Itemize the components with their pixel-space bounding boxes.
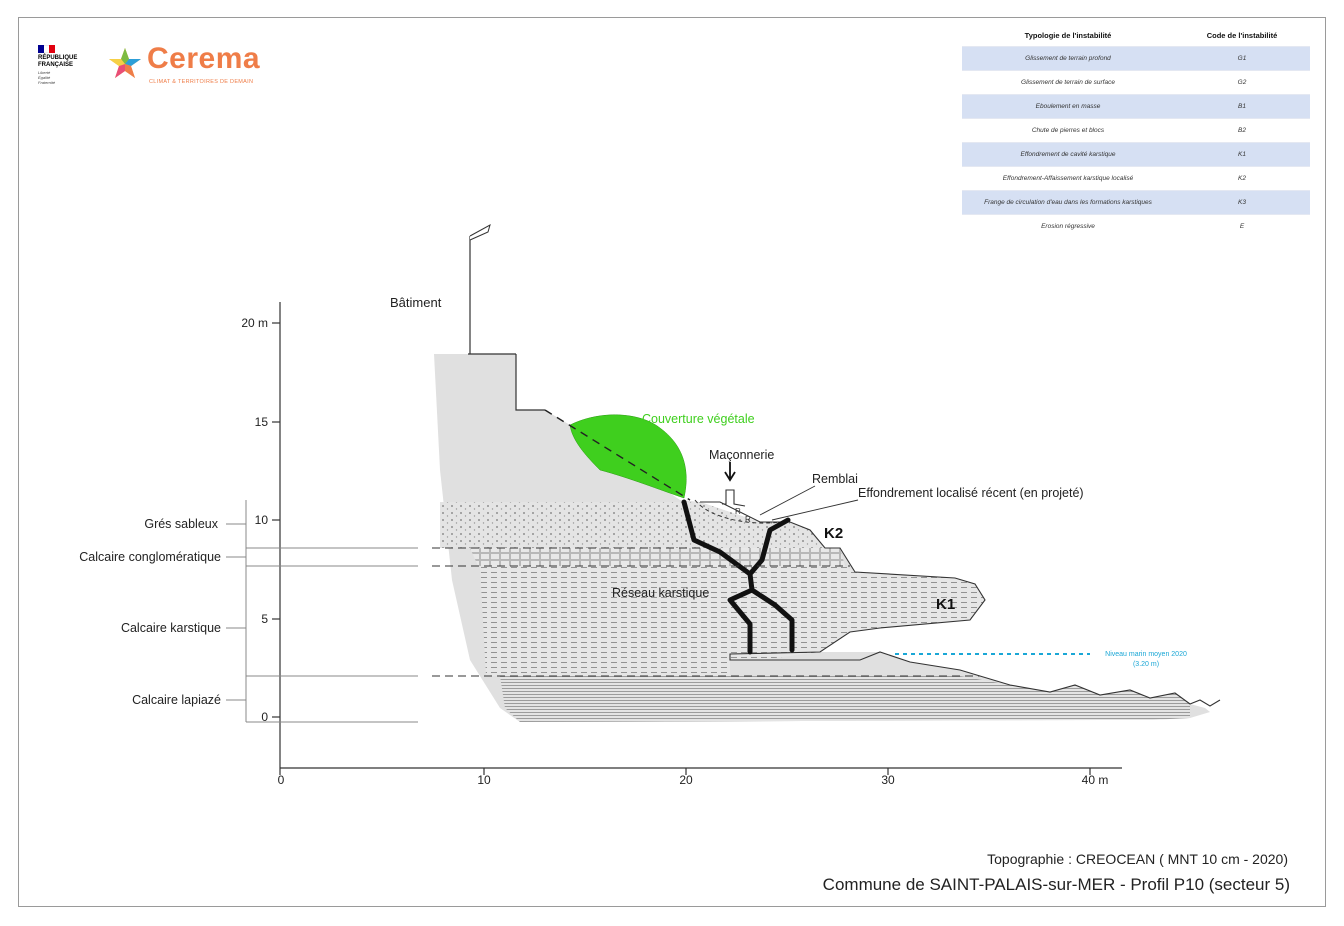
profile-title: Commune de SAINT-PALAIS-sur-MER - Profil… <box>822 875 1290 894</box>
republique-motto: Liberté Égalité Fraternité <box>38 70 56 85</box>
topography-credit: Topographie : CREOCEAN ( MNT 10 cm - 202… <box>987 851 1288 867</box>
k2-label: K2 <box>824 525 843 542</box>
calcaire-karstique-layer <box>480 566 985 676</box>
legend-row: Frange de circulation d'eau dans les for… <box>962 190 1310 215</box>
stratigraphic-column <box>226 500 418 723</box>
building-outline <box>468 236 545 411</box>
sea-level-value: (3.20 m) <box>1133 661 1159 668</box>
fill-r-mark: R <box>745 515 751 524</box>
karst-network <box>681 499 795 655</box>
terrain-dashed-line <box>544 409 691 501</box>
legend-header-type: Typologie de l'instabilité <box>1024 30 1112 40</box>
collapse-leader-line <box>771 499 859 521</box>
layer-label-calcaire-karstique: Calcaire karstique <box>121 621 221 635</box>
masonry-arrow-icon <box>724 462 736 482</box>
cerema-star-icon <box>109 48 141 78</box>
french-flag-icon <box>38 45 56 53</box>
legend-type: Eboulement en masse <box>962 94 1174 119</box>
masonry-structure <box>722 489 746 507</box>
y-ticks <box>272 322 280 718</box>
republique-francaise-logo: RÉPUBLIQUE FRANÇAISE Liberté Égalité Fra… <box>38 45 98 85</box>
legend-code: G2 <box>1174 70 1310 95</box>
cerema-tagline: CLIMAT & TERRITOIRES DE DEMAIN <box>149 79 254 85</box>
calcaire-conglomeratique-layer <box>470 548 845 566</box>
cerema-logo: Cerema CLIMAT & TERRITOIRES DE DEMAIN <box>105 42 260 87</box>
page-frame <box>18 17 1326 907</box>
k1-label: K1 <box>936 596 955 613</box>
layer-boundary-dashes <box>432 547 980 677</box>
legend-header-row: Typologie de l'instabilité Code de l'ins… <box>962 24 1310 47</box>
legend-type: Chute de pierres et blocs <box>962 118 1174 143</box>
legend-code: E <box>1174 214 1310 238</box>
legend-code: B2 <box>1174 118 1310 143</box>
legend-code: K1 <box>1174 142 1310 167</box>
x-tick-label: 20 <box>679 773 693 787</box>
legend-code: K3 <box>1174 190 1310 215</box>
layer-label-calcaire-lapiaze: Calcaire lapiazé <box>132 693 221 707</box>
legend-type: Frange de circulation d'eau dans les for… <box>962 190 1174 215</box>
x-tick-label: 10 <box>477 773 491 787</box>
instability-legend-table: Typologie de l'instabilité Code de l'ins… <box>962 24 1310 238</box>
collapse-label: Effondrement localisé récent (en projeté… <box>858 486 1084 500</box>
fill-dashed-arc <box>694 499 791 524</box>
x-tick-label: 30 <box>881 773 895 787</box>
legend-header-code: Code de l'instabilité <box>1206 30 1278 40</box>
x-ticks <box>279 768 1091 775</box>
x-tick-label: 0 <box>278 773 285 787</box>
vegetation-cover <box>569 414 687 499</box>
remblai-leader-line <box>759 485 816 516</box>
legend-type: Glissement de terrain profond <box>962 46 1174 71</box>
republique-label: RÉPUBLIQUE FRANÇAISE <box>38 55 78 68</box>
cerema-name: Cerema <box>147 42 261 75</box>
layer-label-gres-sableux: Grés sableux <box>144 517 218 531</box>
legend-row: Effondrement-Affaissement karstique loca… <box>962 166 1310 191</box>
fill-r-mark: R <box>735 507 741 516</box>
calcaire-lapiaze-layer <box>500 676 1190 722</box>
profile-outline <box>700 501 1221 707</box>
gres-sableux-layer <box>440 502 825 548</box>
karst-network-label: Réseau karstique <box>612 586 709 600</box>
legend-type: Effondrement de cavité karstique <box>962 142 1174 167</box>
y-tick-label: 5 <box>261 612 268 626</box>
y-tick-label: 10 <box>255 513 269 527</box>
fill-label: Remblai <box>812 472 858 486</box>
y-tick-label: 15 <box>255 415 269 429</box>
layer-label-calcaire-conglomeratique: Calcaire congloméra­tique <box>79 550 221 564</box>
legend-code: G1 <box>1174 46 1310 71</box>
building-roof-flag <box>469 223 491 241</box>
legend-code: K2 <box>1174 166 1310 191</box>
y-tick-label: 20 m <box>241 316 268 330</box>
y-tick-label: 0 <box>261 710 268 724</box>
vegetation-label: Couverture végétale <box>642 412 755 426</box>
legend-code: B1 <box>1174 94 1310 119</box>
legend-type: Erosion régressive <box>962 214 1174 238</box>
legend-type: Glissement de terrain de surface <box>962 70 1174 95</box>
sea-level-label: Niveau marin moyen 2020 <box>1105 651 1187 658</box>
building-label: Bâtiment <box>390 295 442 310</box>
masonry-label: Maçonnerie <box>709 448 774 462</box>
x-tick-label: 40 m <box>1082 773 1109 787</box>
legend-type: Effondrement-Affaissement karstique loca… <box>962 166 1174 191</box>
